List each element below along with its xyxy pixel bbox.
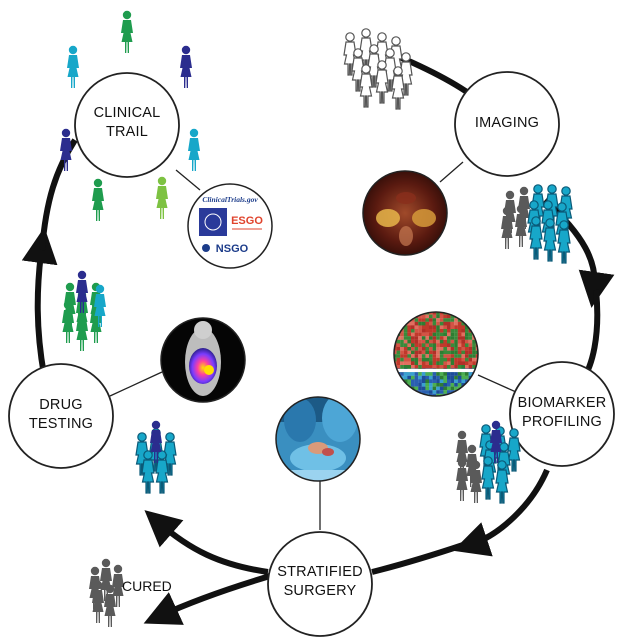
arrow-cured [143,573,271,625]
drug-line2: TESTING [28,416,94,432]
connector-biomarker-heatmap [477,374,517,393]
node-stratified-surgery [267,531,373,637]
imaging-line1: IMAGING [474,115,540,131]
arrow-drug-to-trial [21,227,58,376]
imaging-label: IMAGING [457,114,557,133]
arrow-biomarker-to-surgery [452,468,550,557]
biomarker-line1: BIOMARKER [517,395,607,411]
node-clinical-trial [74,72,180,178]
trial-registry-logos: ClinicalTrials.gov ESGO NSGO [187,183,273,269]
arc-surgery-right [371,542,464,575]
surgery-photo-icon [275,396,361,482]
node-imaging [454,71,560,177]
drug-line1: DRUG [39,397,83,413]
person-icon [456,458,468,501]
heatmap-icon [393,311,479,397]
clinical-trial-label: CLINICAL TRAIL [77,104,177,142]
connector-lines [109,161,517,530]
biomarker-line2: PROFILING [522,414,602,430]
tumor-scan-icon [362,170,448,256]
person-icon [557,220,571,264]
connector-drug-mouse [109,371,163,397]
person-icon [76,308,88,351]
connector-trial-logos [175,169,201,191]
person-icon [92,178,104,221]
person-icon [156,176,168,219]
connector-imaging-scan [439,161,464,183]
person-icon [180,45,192,88]
person-icon [359,64,373,108]
clinicaltrials-logo: ClinicalTrials.gov [202,195,258,204]
person-icon [495,460,509,504]
drug-testing-label: DRUG TESTING [11,396,111,434]
person-icon [121,10,133,54]
clinical-trial-line1: CLINICAL [93,105,161,121]
mouse-imaging-icon [160,317,246,403]
biomarker-profiling-label: BIOMARKER PROFILING [510,394,614,432]
person-icon [529,216,543,260]
surgery-line2: SURGERY [283,583,357,599]
esgo-logo: ESGO [231,215,263,227]
person-icon [141,450,155,494]
person-icon [188,128,200,171]
person-icon [391,66,405,110]
cured-label: CURED [122,578,172,594]
clinical-trial-line2: TRAIL [105,124,149,140]
node-drug-testing [8,363,114,469]
person-icon [67,45,79,88]
node-biomarker-profiling [509,361,615,467]
eu-seal-icon [199,208,227,236]
person-icon [481,456,495,500]
nsgo-logo: NSGO [216,243,249,255]
stratified-surgery-label: STRATIFIED SURGERY [268,563,372,601]
surgery-line1: STRATIFIED [277,564,363,580]
person-icon [375,60,389,104]
person-icon [543,218,557,262]
arrow-surgery-to-drug [144,510,269,575]
nsgo-mark-icon [202,244,210,252]
